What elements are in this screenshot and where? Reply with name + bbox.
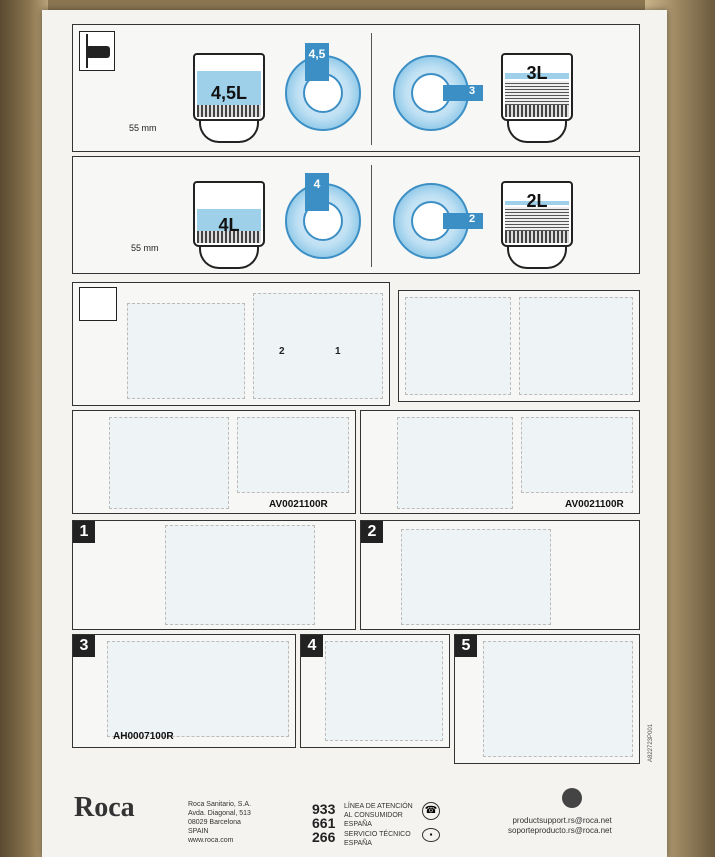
valve-pull-drawing	[253, 293, 383, 399]
tank-3l-base	[507, 121, 567, 143]
wall-left	[0, 0, 48, 857]
reassemble-drawing	[483, 641, 633, 757]
dual-button-3	[393, 55, 469, 131]
mm-label: 55 mm	[129, 123, 157, 133]
step-number: 3	[73, 635, 95, 657]
divider	[371, 33, 372, 145]
document-code: A822723P001	[648, 723, 654, 762]
panel-step2: 2	[360, 520, 640, 630]
valve-detail-drawing	[521, 417, 633, 493]
divider	[371, 165, 372, 267]
panel-row1: 4,5L 55 mm 4,5 3 3L	[72, 24, 640, 152]
support-email: soporteproducto.rs@roca.net	[508, 826, 612, 835]
tank-4l-base	[199, 247, 259, 269]
step-number: 2	[361, 521, 383, 543]
phone-icon: ☎	[422, 802, 440, 820]
part-code: AV0021100R	[269, 499, 328, 510]
phone-part: 266	[312, 829, 336, 845]
cap-remove-drawing	[401, 529, 551, 625]
address-line: 08029 Barcelona	[188, 819, 241, 826]
consumer-line-info: LÍNEA DE ATENCIÓN AL CONSUMIDOR ESPAÑA	[344, 802, 413, 829]
tank-2l-base	[507, 247, 567, 269]
valve-rotate-drawing	[109, 417, 229, 509]
consumer-line: LÍNEA DE ATENCIÓN	[344, 803, 413, 810]
tech-service-line: SERVICIO TÉCNICO	[344, 831, 411, 838]
hand-press-icon	[79, 31, 115, 71]
panel-row2: 4L 55 mm 4 2 2L	[72, 156, 640, 274]
panel-row3-right	[398, 290, 640, 402]
truck-icon: ▪	[422, 828, 440, 842]
tank-3l-label: 3L	[526, 63, 548, 83]
company-name: Roca Sanitario, S.A.	[188, 801, 252, 808]
panel-row4-left: AV0021100R	[72, 410, 356, 514]
panel-step5: 5	[454, 634, 640, 764]
arrow-4: 4	[305, 173, 329, 211]
tank-lid-drawing	[127, 303, 245, 399]
support-emails: productsupport.rs@roca.net soporteproduc…	[508, 816, 612, 836]
phone-part: 933	[312, 801, 336, 817]
step-number: 4	[301, 635, 323, 657]
tank-4l-label: 4L	[218, 215, 240, 235]
mm-label: 55 mm	[131, 243, 159, 253]
panel-row3-left: 2 1	[72, 282, 390, 406]
arrow-3: 3	[443, 85, 483, 101]
callout-2: 2	[279, 346, 285, 357]
address-line: SPAIN	[188, 828, 209, 835]
consumer-line: ESPAÑA	[344, 821, 372, 828]
valve-rotate-drawing	[397, 417, 513, 509]
seal-replace-drawing	[107, 641, 289, 737]
arrow-2: 2	[443, 213, 483, 229]
callout-1: 1	[335, 346, 341, 357]
tank-45l-base	[199, 121, 259, 143]
roca-logo: Roca	[74, 792, 135, 823]
website: www.roca.com	[188, 837, 234, 844]
address-line: Avda. Diagonal, 513	[188, 810, 251, 817]
flush-valve-drawing	[165, 525, 315, 625]
panel-step1: 1	[72, 520, 356, 630]
step-number: 1	[73, 521, 95, 543]
manual-icon	[79, 287, 117, 321]
phone-part: 661	[312, 815, 336, 831]
inlet-valve-drawing	[405, 297, 511, 395]
step-number: 5	[455, 635, 477, 657]
tech-service-line: ESPAÑA	[344, 840, 372, 847]
tank-3l: 3L	[501, 53, 573, 121]
tech-service-info: SERVICIO TÉCNICO ESPAÑA	[344, 830, 411, 848]
tank-45l-label: 4,5L	[210, 83, 248, 103]
tank-2l: 2L	[501, 181, 573, 247]
company-address: Roca Sanitario, S.A. Avda. Diagonal, 513…	[188, 800, 251, 845]
panel-row4-right: AV0021100R	[360, 410, 640, 514]
tank-45l: 4,5L	[193, 53, 265, 121]
valve-detail-drawing	[237, 417, 349, 493]
tank-2l-label: 2L	[526, 191, 548, 211]
tank-4l: 4L	[193, 181, 265, 247]
support-email: productsupport.rs@roca.net	[512, 816, 612, 825]
panel-step3: 3 AH0007100R	[72, 634, 296, 748]
clean-drawing	[325, 641, 443, 741]
consumer-line: AL CONSUMIDOR	[344, 812, 403, 819]
part-code: AV0021100R	[565, 499, 624, 510]
instruction-sheet: 4,5L 55 mm 4,5 3 3L 4L 55 mm	[42, 10, 667, 857]
globe-icon	[562, 788, 582, 808]
arrow-45: 4,5	[305, 43, 329, 81]
screw-drawing	[519, 297, 633, 395]
panel-step4: 4	[300, 634, 450, 748]
part-code: AH0007100R	[113, 731, 174, 742]
